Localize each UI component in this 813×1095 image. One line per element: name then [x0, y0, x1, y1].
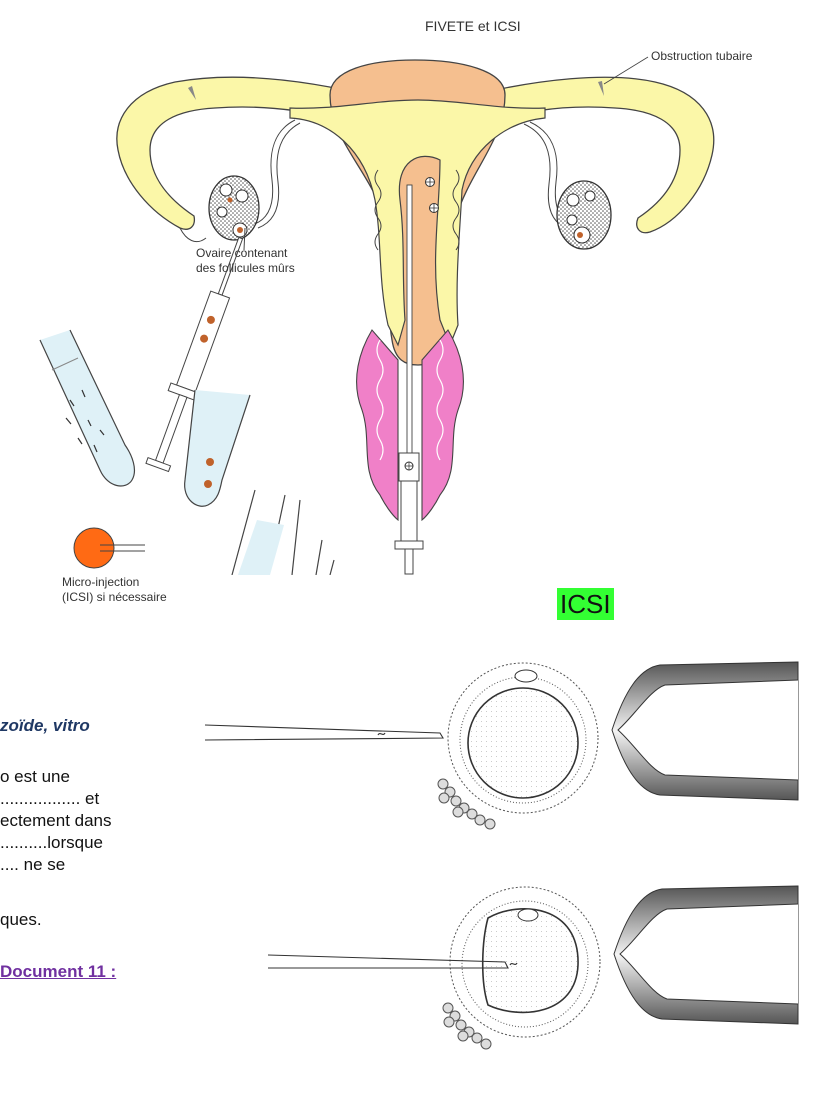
label-ovary-line2: des follicules mûrs [196, 261, 295, 276]
cut-line-2: ................. et [0, 788, 99, 809]
cut-line-3: ectement dans [0, 810, 112, 831]
icsi-step-2 [268, 886, 798, 1049]
culture-test-tube [232, 490, 334, 575]
cut-title-fragment: zoïde, vitro [0, 716, 90, 736]
icsi-badge: ICSI [557, 588, 614, 620]
label-ovary-line1: Ovaire contenant [196, 246, 295, 261]
cut-line-1: o est une [0, 766, 70, 787]
icsi-step-1 [205, 662, 798, 829]
left-ovary [209, 176, 259, 240]
right-ovary [557, 181, 611, 249]
micro-injection-egg [74, 528, 145, 568]
label-obstruction-tubaire: Obstruction tubaire [651, 49, 752, 64]
cut-line-4: ..........lorsque [0, 832, 103, 853]
figure-title: FIVETE et ICSI [425, 18, 521, 34]
cut-line-5: .... ne se [0, 854, 65, 875]
document-11-link[interactable]: Document 11 : [0, 962, 116, 982]
label-ovary: Ovaire contenant des follicules mûrs [196, 246, 295, 276]
sperm-test-tube [40, 330, 134, 486]
cut-line-6: ques. [0, 909, 42, 930]
label-micro-line1: Micro-injection [62, 575, 167, 590]
label-micro-injection: Micro-injection (ICSI) si nécessaire [62, 575, 167, 605]
oocyte-test-tube [185, 390, 250, 506]
label-micro-line2: (ICSI) si nécessaire [62, 590, 167, 605]
